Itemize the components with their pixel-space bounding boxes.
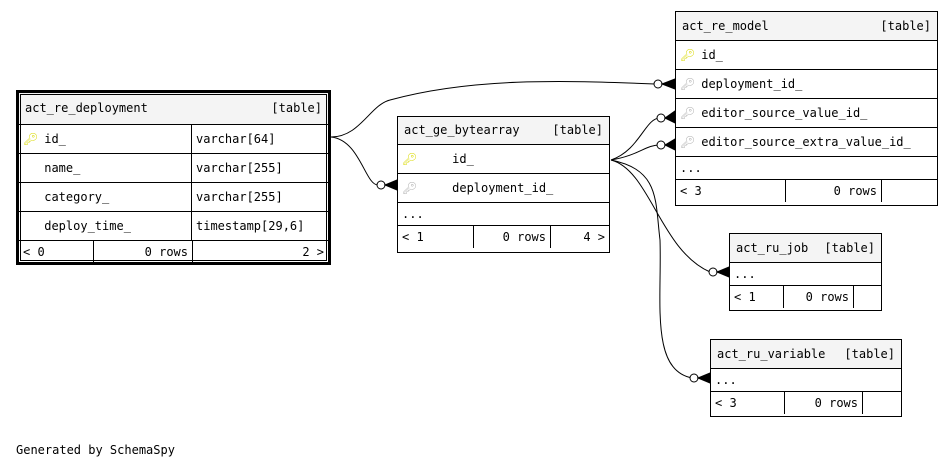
column-row[interactable]: deploy_time_ timestamp[29,6] [19,211,328,240]
key-icon: 🔑︎ [23,132,39,146]
column-row[interactable]: 🔑︎ editor_source_value_id_ [676,98,937,127]
children-count[interactable] [854,286,881,308]
column-row[interactable]: 🔑︎ id_ [676,40,937,69]
column-row[interactable]: name_ varchar[255] [19,153,328,182]
crowfoot-mark [664,110,676,124]
more-columns[interactable]: ... [711,368,901,391]
column-name: deploy_time_ [44,219,131,233]
table-header: act_re_deployment [table] [19,93,328,124]
table-kind: [table] [824,241,875,255]
column-row[interactable]: 🔑︎ deployment_id_ [676,69,937,98]
column-row[interactable]: 🔑︎ id_ [398,144,609,173]
key-icon: 🔑︎ [680,106,696,120]
edge-end-circle [656,140,666,150]
row-count: 0 rows [785,392,863,414]
table-act-re-model[interactable]: act_re_model [table] 🔑︎ id_ 🔑︎ deploymen… [675,11,938,206]
table-footer: < 3 0 rows [711,391,901,414]
table-name: act_ge_bytearray [404,123,520,137]
table-footer: < 0 0 rows 2 > [19,240,328,263]
table-header: act_ge_bytearray [table] [398,117,609,144]
key-icon: 🔑︎ [402,152,418,166]
table-kind: [table] [844,347,895,361]
table-header: act_ru_job [table] [730,234,881,262]
crowfoot-mark [715,266,730,278]
generated-by-credit: Generated by SchemaSpy [16,443,175,457]
table-name: act_re_deployment [25,101,148,115]
column-name: editor_source_extra_value_id_ [701,135,911,149]
key-icon: 🔑︎ [680,48,696,62]
column-name: deployment_id_ [452,181,554,195]
edge-end-circle [708,267,718,277]
table-footer: < 1 0 rows 4 > [398,225,609,248]
column-name: deployment_id_ [701,77,803,91]
column-name: editor_source_value_id_ [701,106,868,120]
crowfoot-mark [663,138,676,151]
parents-count[interactable]: < 3 [711,392,785,414]
key-icon: 🔑︎ [680,135,696,149]
edge-bytearray-model-2 [610,144,661,161]
column-type: varchar[255] [196,190,283,204]
more-columns[interactable]: ... [730,262,881,285]
column-row[interactable]: category_ varchar[255] [19,182,328,211]
column-row[interactable]: 🔑︎ deployment_id_ [398,173,609,202]
crowfoot-mark [696,372,711,384]
edge-end-circle [653,79,663,89]
children-count[interactable]: 2 > [302,245,324,259]
key-icon: 🔑︎ [402,181,418,195]
table-kind: [table] [880,19,931,33]
column-name: name_ [44,161,81,175]
crowfoot-mark [383,179,398,191]
key-icon: 🔑︎ [680,77,696,91]
edge-bytearray-model-1 [610,117,661,161]
children-count[interactable]: 4 > [583,230,605,244]
table-kind: [table] [552,123,603,137]
row-count: 0 rows [474,226,551,248]
table-name: act_re_model [682,19,769,33]
column-type: varchar[64] [196,132,276,146]
edge-end-circle [689,373,699,383]
column-name: id_ [44,132,66,146]
column-type: varchar[255] [196,161,283,175]
row-count: 0 rows [786,180,882,202]
table-name: act_ru_variable [717,347,826,361]
table-kind: [table] [271,101,322,115]
crowfoot-mark [660,78,676,90]
more-columns[interactable]: ... [398,202,609,225]
table-act-ge-bytearray[interactable]: act_ge_bytearray [table] 🔑︎ id_ 🔑︎ deplo… [397,116,610,253]
table-footer: < 3 0 rows [676,179,937,202]
column-name: id_ [701,48,723,62]
parents-count[interactable]: < 1 [730,286,784,308]
column-type: timestamp[29,6] [196,219,305,233]
table-act-ru-job[interactable]: act_ru_job [table] ... < 1 0 rows [729,233,882,311]
table-header: act_ru_variable [table] [711,340,901,368]
parents-count[interactable]: < 0 [19,241,94,263]
column-name: id_ [452,152,474,166]
row-count: 0 rows [784,286,854,308]
parents-count[interactable]: < 1 [398,226,474,248]
children-count[interactable] [863,392,901,414]
column-name: category_ [44,190,110,204]
table-name: act_ru_job [736,241,809,255]
children-count[interactable] [882,180,937,202]
more-columns[interactable]: ... [676,156,937,179]
table-footer: < 1 0 rows [730,285,881,308]
edge-end-circle [376,180,386,190]
edge-deployment-bytearray [330,136,379,186]
row-count: 0 rows [94,241,193,263]
parents-count[interactable]: < 3 [676,180,786,202]
table-act-re-deployment[interactable]: act_re_deployment [table] 🔑︎ id_ varchar… [16,90,331,265]
edge-end-circle [656,113,666,123]
column-row[interactable]: 🔑︎ id_ varchar[64] [19,124,328,153]
table-header: act_re_model [table] [676,12,937,40]
column-row[interactable]: 🔑︎ editor_source_extra_value_id_ [676,127,937,156]
table-act-ru-variable[interactable]: act_ru_variable [table] ... < 3 0 rows [710,339,902,417]
